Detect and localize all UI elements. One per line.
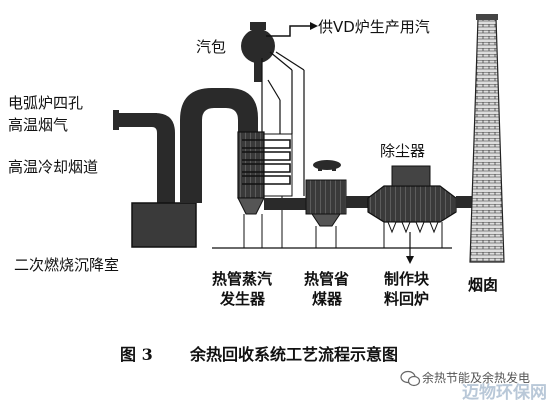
settling-chamber-label: 二次燃烧沉降室 [14, 256, 119, 274]
arc-furnace-label-1: 电弧炉四孔 [8, 94, 83, 112]
chimney-label: 烟囱 [468, 276, 498, 294]
steam-drum-label: 汽包 [196, 38, 226, 56]
steam-supply-arrow [266, 22, 318, 37]
watermark-account: 余热节能及余热发电 [422, 370, 530, 385]
cooling-flue-label: 高温冷却烟道 [8, 158, 98, 176]
heat-pipe-steam-generator [237, 131, 293, 248]
settling-chamber [131, 202, 197, 248]
inlet-pipe [113, 110, 157, 130]
duct-to-economizer [264, 198, 306, 210]
dust-collector-label: 除尘器 [380, 142, 425, 160]
block-recycle-label-2: 料回炉 [384, 290, 429, 308]
economizer-label-2: 煤器 [312, 290, 343, 308]
economizer-label-1: 热管省 [304, 270, 349, 288]
steam-drum [241, 22, 305, 196]
heat-pipe-economizer [305, 160, 347, 248]
chimney [469, 14, 505, 263]
block-recycle-label-1: 制作块 [384, 270, 430, 288]
arc-furnace-label-2: 高温烟气 [8, 116, 68, 134]
heat-pipe-coils [242, 139, 291, 185]
dust-collector [367, 165, 457, 264]
u-duct [180, 88, 258, 203]
steam-supply-label: 供VD炉生产用汽 [318, 18, 430, 36]
heat-pipe-generator-label-1: 热管蒸汽 [212, 270, 272, 288]
figure-title: 余热回收系统工艺流程示意图 [189, 345, 398, 364]
figure-number: 图 3 [120, 345, 153, 364]
watermark-site: 迈物环保网 [462, 382, 547, 402]
wechat-icon [400, 370, 421, 387]
heat-pipe-generator-label-2: 发生器 [219, 290, 266, 308]
cooling-flue [152, 113, 175, 205]
